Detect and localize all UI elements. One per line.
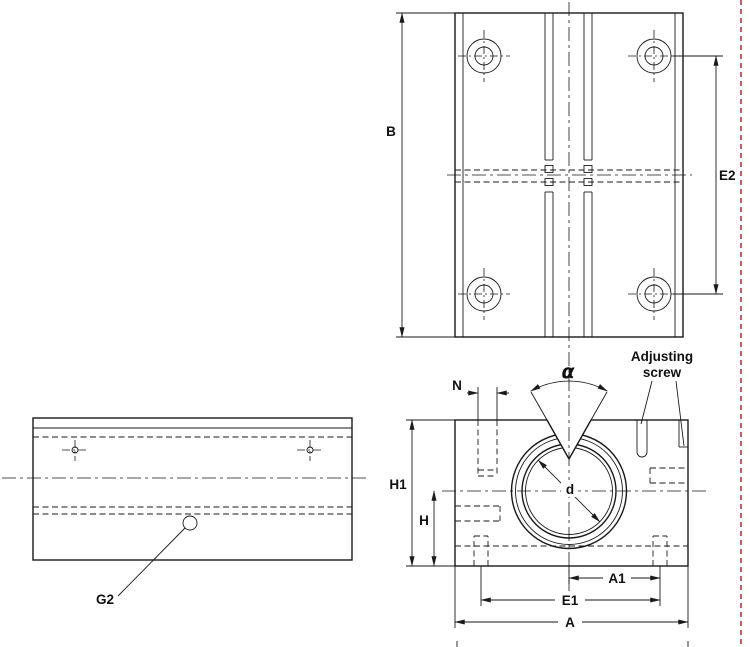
top-view [447,12,692,338]
adjusting-screw-label-line1: Adjusting [631,349,693,364]
slot-right [583,13,593,337]
dim-d: d [537,459,601,523]
dim-label-B: B [386,124,396,139]
grease-hole-g2 [182,515,198,531]
dim-E2: E2 [673,55,736,295]
dim-A1: A1 [568,566,661,606]
dim-label-H1: H1 [389,477,407,492]
bolt-hole-bottom-left [458,268,510,320]
g2-callout: G2 [96,527,186,607]
dim-H1: H1 [389,419,455,567]
bottom-extension-ticks [456,641,689,647]
adjusting-screw-callout: Adjusting screw [631,349,693,447]
dim-label-d: d [566,482,574,497]
side-view-body [32,417,353,561]
dim-label-A1: A1 [608,571,626,586]
hidden-holes [455,420,688,566]
adjusting-screw-slot [636,420,688,458]
dim-N: N [452,378,509,420]
side-view [2,417,368,561]
screw-position-mark-right [297,440,323,461]
dim-label-alpha: α [561,361,575,383]
dim-label-E1: E1 [562,593,579,608]
dim-label-N: N [452,378,462,393]
dim-alpha: α [530,361,608,421]
screw-position-mark-left [62,440,88,461]
dim-label-A: A [565,615,575,630]
bolt-hole-bottom-right [628,268,680,320]
dim-H: H [419,490,437,567]
dim-E1: E1 [480,566,661,608]
dim-label-H: H [419,513,429,528]
adjusting-screw-label-line2: screw [643,365,682,380]
dim-A: A [454,566,689,630]
bolt-hole-top-left [458,30,510,82]
dim-B: B [386,12,455,338]
bolt-hole-top-right [628,30,680,82]
dim-label-E2: E2 [719,168,736,183]
dim-label-G2: G2 [96,592,114,607]
slot-left [544,13,554,337]
